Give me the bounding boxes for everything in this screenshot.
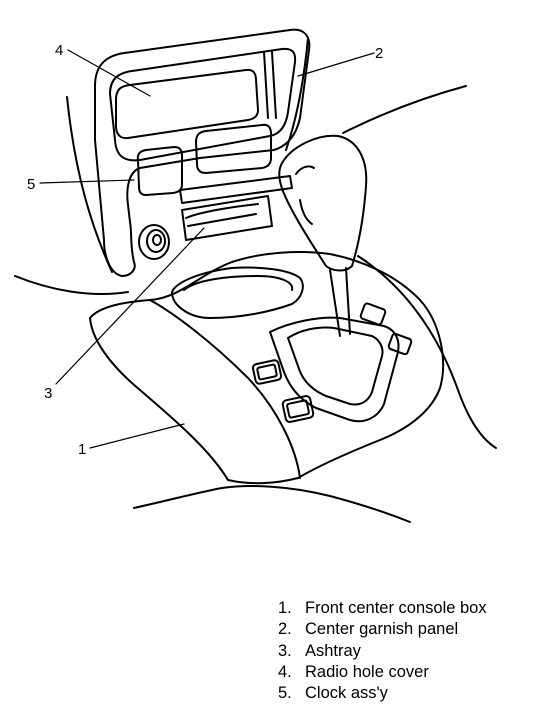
dash-left-curve — [66, 96, 113, 273]
legend-label: Ashtray — [305, 641, 361, 660]
callout-3: 3 — [44, 385, 52, 402]
right-trim-curve — [357, 255, 497, 449]
display-window — [195, 123, 272, 174]
legend-item: 1. Front center console box — [278, 598, 487, 619]
legend-item: 5. Clock ass'y — [278, 683, 487, 704]
console-box — [89, 251, 444, 485]
legend-label: Radio hole cover — [305, 662, 429, 681]
legend-label: Center garnish panel — [305, 620, 459, 639]
legend-number: 2. — [278, 620, 292, 639]
center-garnish-panel — [94, 28, 311, 277]
legend-label: Front center console box — [305, 599, 487, 617]
callout-4: 4 — [55, 42, 63, 59]
legend-label: Clock ass'y — [305, 684, 388, 703]
legend-item: 3. Ashtray — [278, 641, 487, 662]
legend-number: 1. — [278, 599, 292, 617]
legend-number: 5. — [278, 684, 292, 703]
radio-hole-cover — [115, 68, 259, 140]
floor-curve — [133, 485, 411, 523]
legend-number: 3. — [278, 641, 292, 660]
knob — [138, 224, 170, 260]
dash-lower-curve — [14, 275, 129, 295]
legend-item: 4. Radio hole cover — [278, 662, 487, 683]
clock-assy — [136, 146, 183, 196]
dash-right-curve — [285, 37, 309, 151]
legend-number: 4. — [278, 662, 292, 681]
parts-legend: 1. Front center console box 2. Center ga… — [278, 598, 487, 704]
callout-1: 1 — [78, 441, 86, 458]
legend-item: 2. Center garnish panel — [278, 619, 487, 640]
shift-boot-back-line — [342, 85, 467, 134]
ashtray — [179, 175, 293, 241]
callout-5: 5 — [27, 176, 35, 193]
leader-lines — [39, 49, 375, 449]
callout-2: 2 — [375, 45, 383, 62]
shift-lever — [278, 134, 368, 337]
